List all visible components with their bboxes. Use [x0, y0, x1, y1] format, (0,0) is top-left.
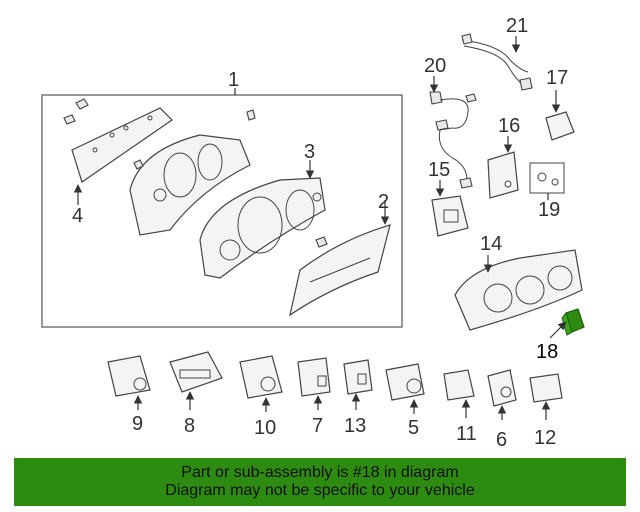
label-19: 19 — [538, 199, 560, 221]
label-14: 14 — [480, 233, 502, 255]
part-18-highlighted[interactable] — [549, 308, 585, 339]
banner-line-1: Part or sub-assembly is #18 in diagram — [181, 464, 459, 481]
label-6: 6 — [496, 429, 507, 451]
label-17: 17 — [546, 67, 568, 89]
part-5-switch — [385, 363, 425, 414]
cluster-assembly-frame — [41, 88, 403, 328]
parts-diagram: 1 2 3 4 5 6 7 8 9 10 11 12 13 14 15 16 1… — [41, 15, 585, 451]
part-labels: 1 2 3 4 5 6 7 8 9 10 11 12 13 14 15 16 1… — [72, 15, 568, 451]
label-4: 4 — [72, 205, 83, 227]
part-12-switch — [529, 373, 563, 420]
part-4-back-plate — [63, 98, 173, 205]
part-9-switch — [107, 355, 151, 410]
label-3: 3 — [304, 141, 315, 163]
label-5: 5 — [408, 417, 419, 439]
part-3-cluster-housing — [129, 109, 328, 279]
part-21-harness — [461, 33, 533, 91]
banner-line-2: Diagram may not be specific to your vehi… — [165, 482, 475, 499]
part-10-switch — [239, 355, 283, 412]
label-21: 21 — [506, 15, 528, 37]
label-8: 8 — [184, 415, 195, 437]
part-15-switch — [431, 180, 469, 237]
part-13-switch — [343, 359, 373, 410]
part-16-module — [487, 136, 519, 199]
label-13: 13 — [344, 415, 366, 437]
part-6-switch — [487, 369, 517, 420]
label-2: 2 — [378, 191, 389, 213]
part-7-switch — [297, 357, 331, 410]
part-11-switch — [443, 369, 475, 418]
label-20: 20 — [424, 55, 446, 77]
label-12: 12 — [534, 427, 556, 449]
label-16: 16 — [498, 115, 520, 137]
part-19-bulb-kit — [529, 162, 565, 200]
part-8-switch — [169, 351, 223, 410]
label-1: 1 — [228, 69, 239, 91]
part-17-sensor — [545, 90, 575, 141]
label-10: 10 — [254, 417, 276, 439]
label-18: 18 — [536, 341, 558, 363]
part-2-lens — [289, 200, 391, 317]
label-15: 15 — [428, 159, 450, 181]
info-banner: Part or sub-assembly is #18 in diagram D… — [14, 458, 626, 506]
label-7: 7 — [312, 415, 323, 437]
part-20-harness — [429, 76, 477, 189]
label-11: 11 — [456, 423, 477, 445]
part-14-control-panel — [454, 249, 583, 331]
label-9: 9 — [132, 413, 143, 435]
